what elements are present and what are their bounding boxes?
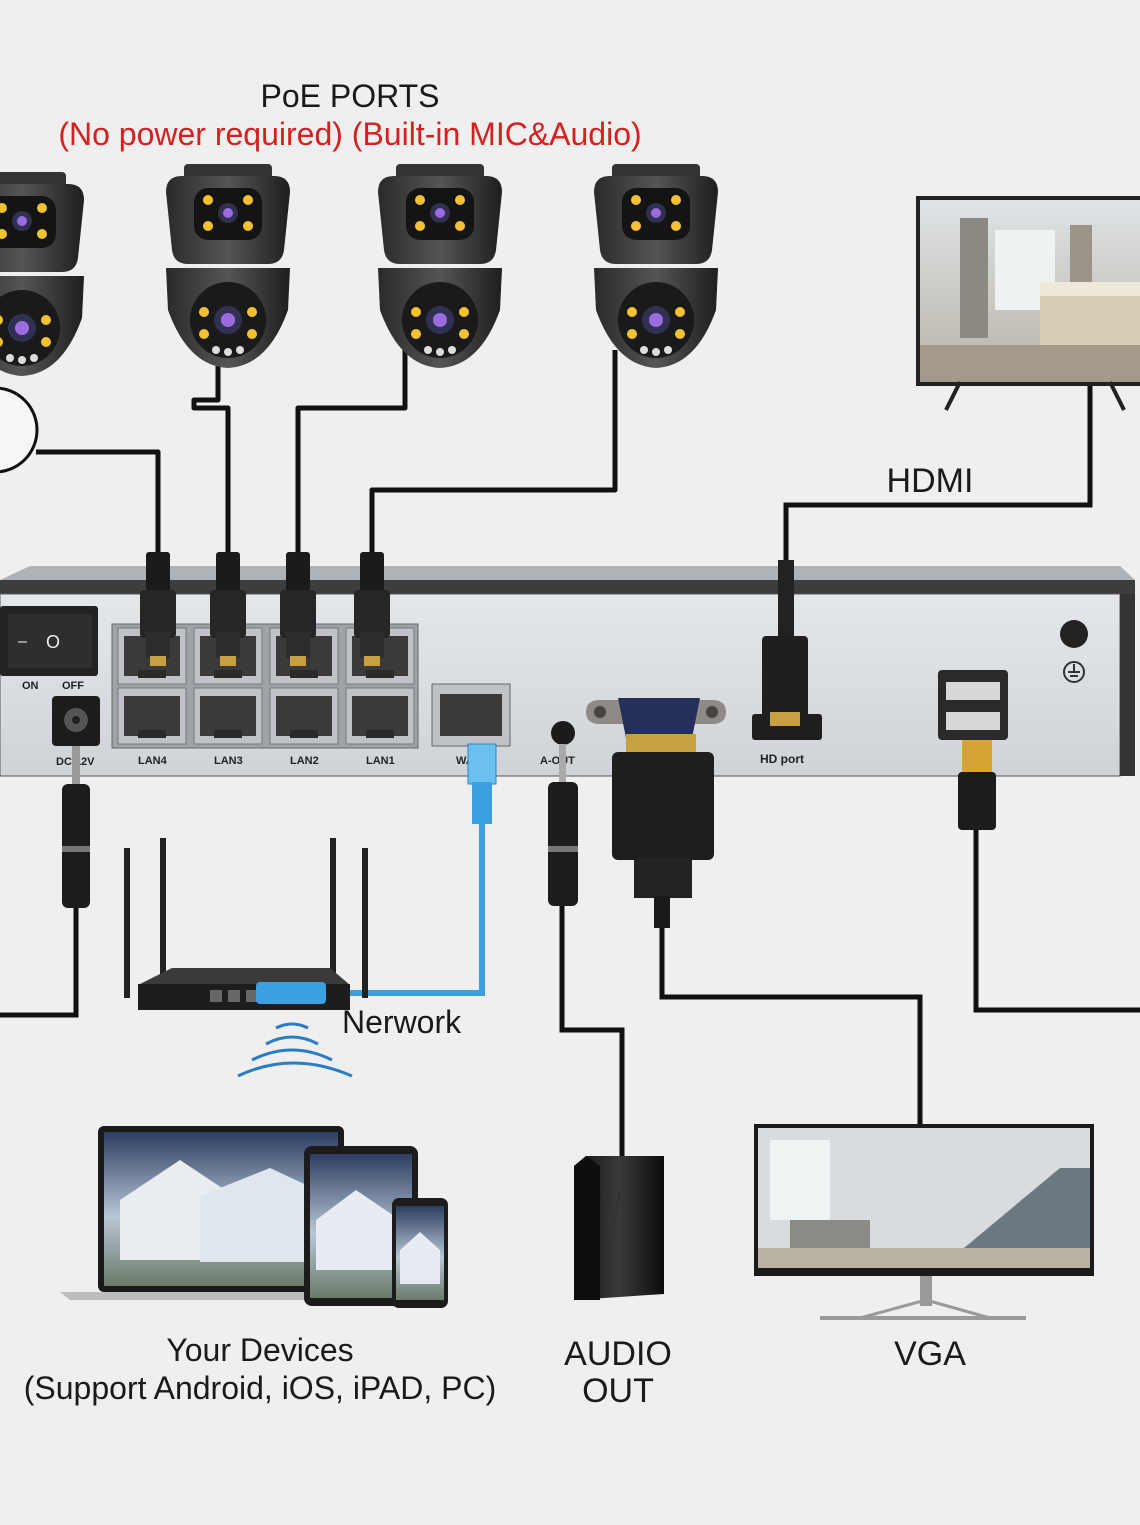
svg-text:–: – <box>18 633 27 650</box>
switch-on-label: ON <box>22 680 39 692</box>
cropped-device-icon <box>0 386 39 474</box>
lan2-label: LAN2 <box>290 755 319 767</box>
devices-label-line1: Your Devices <box>166 1332 354 1368</box>
nvr-device: – O <box>0 566 1135 777</box>
hdmi-port[interactable] <box>752 714 822 740</box>
poe-ports-title: PoE PORTS <box>260 78 440 114</box>
audio-plug-icon <box>548 744 578 906</box>
hdmi-label: HDMI <box>886 462 974 500</box>
network-plug-icon <box>467 743 497 824</box>
lan4-label: LAN4 <box>138 755 168 767</box>
hd-port-label: HD port <box>760 752 804 766</box>
ptz-camera-icon <box>594 164 718 368</box>
tv-icon <box>916 196 1140 411</box>
lan1-label: LAN1 <box>366 755 395 767</box>
wifi-waves-icon <box>237 1022 353 1078</box>
devices-label-line2: (Support Android, iOS, iPAD, PC) <box>23 1370 497 1406</box>
power-plug-icon <box>62 746 90 908</box>
audio-out-label: A-OUT <box>540 755 575 767</box>
usb-plug-icon <box>958 740 996 830</box>
audio-out-jack[interactable] <box>551 721 575 745</box>
phone-icon <box>392 1198 448 1308</box>
wifi-router-icon <box>124 838 368 1010</box>
audio-label-line2: OUT <box>582 1372 654 1410</box>
svg-text:O: O <box>46 632 60 652</box>
hdmi-cable <box>783 382 1093 560</box>
monitor-icon <box>754 1124 1094 1320</box>
tablet-icon <box>304 1146 418 1306</box>
vga-cable <box>659 925 923 1128</box>
laptop-icon <box>60 1126 382 1300</box>
power-cable <box>0 905 79 1018</box>
poe-cables <box>36 350 618 560</box>
network-cable <box>330 820 485 996</box>
wan-port[interactable] <box>431 683 511 747</box>
lan3-label: LAN3 <box>214 755 243 767</box>
speaker-icon <box>574 1156 664 1300</box>
network-label: Nerwork <box>342 1004 462 1040</box>
poe-ports-subtitle: (No power required) (Built-in MIC&Audio) <box>58 116 642 152</box>
audio-out-label-text: AUDIO OUT <box>548 1336 688 1410</box>
ptz-camera-icon <box>166 164 290 368</box>
hdmi-plug-icon <box>762 560 808 726</box>
vga-plug-icon <box>612 734 714 928</box>
audio-cable <box>559 900 625 1160</box>
vga-port[interactable] <box>586 698 726 738</box>
vga-label: VGA <box>894 1335 966 1373</box>
audio-label-line1: AUDIO <box>564 1335 672 1373</box>
ptz-camera-icon <box>0 172 84 376</box>
usb-cable <box>973 830 1140 1013</box>
switch-off-label: OFF <box>62 680 84 692</box>
usb-port[interactable] <box>938 670 1008 740</box>
ptz-camera-icon <box>378 164 502 368</box>
